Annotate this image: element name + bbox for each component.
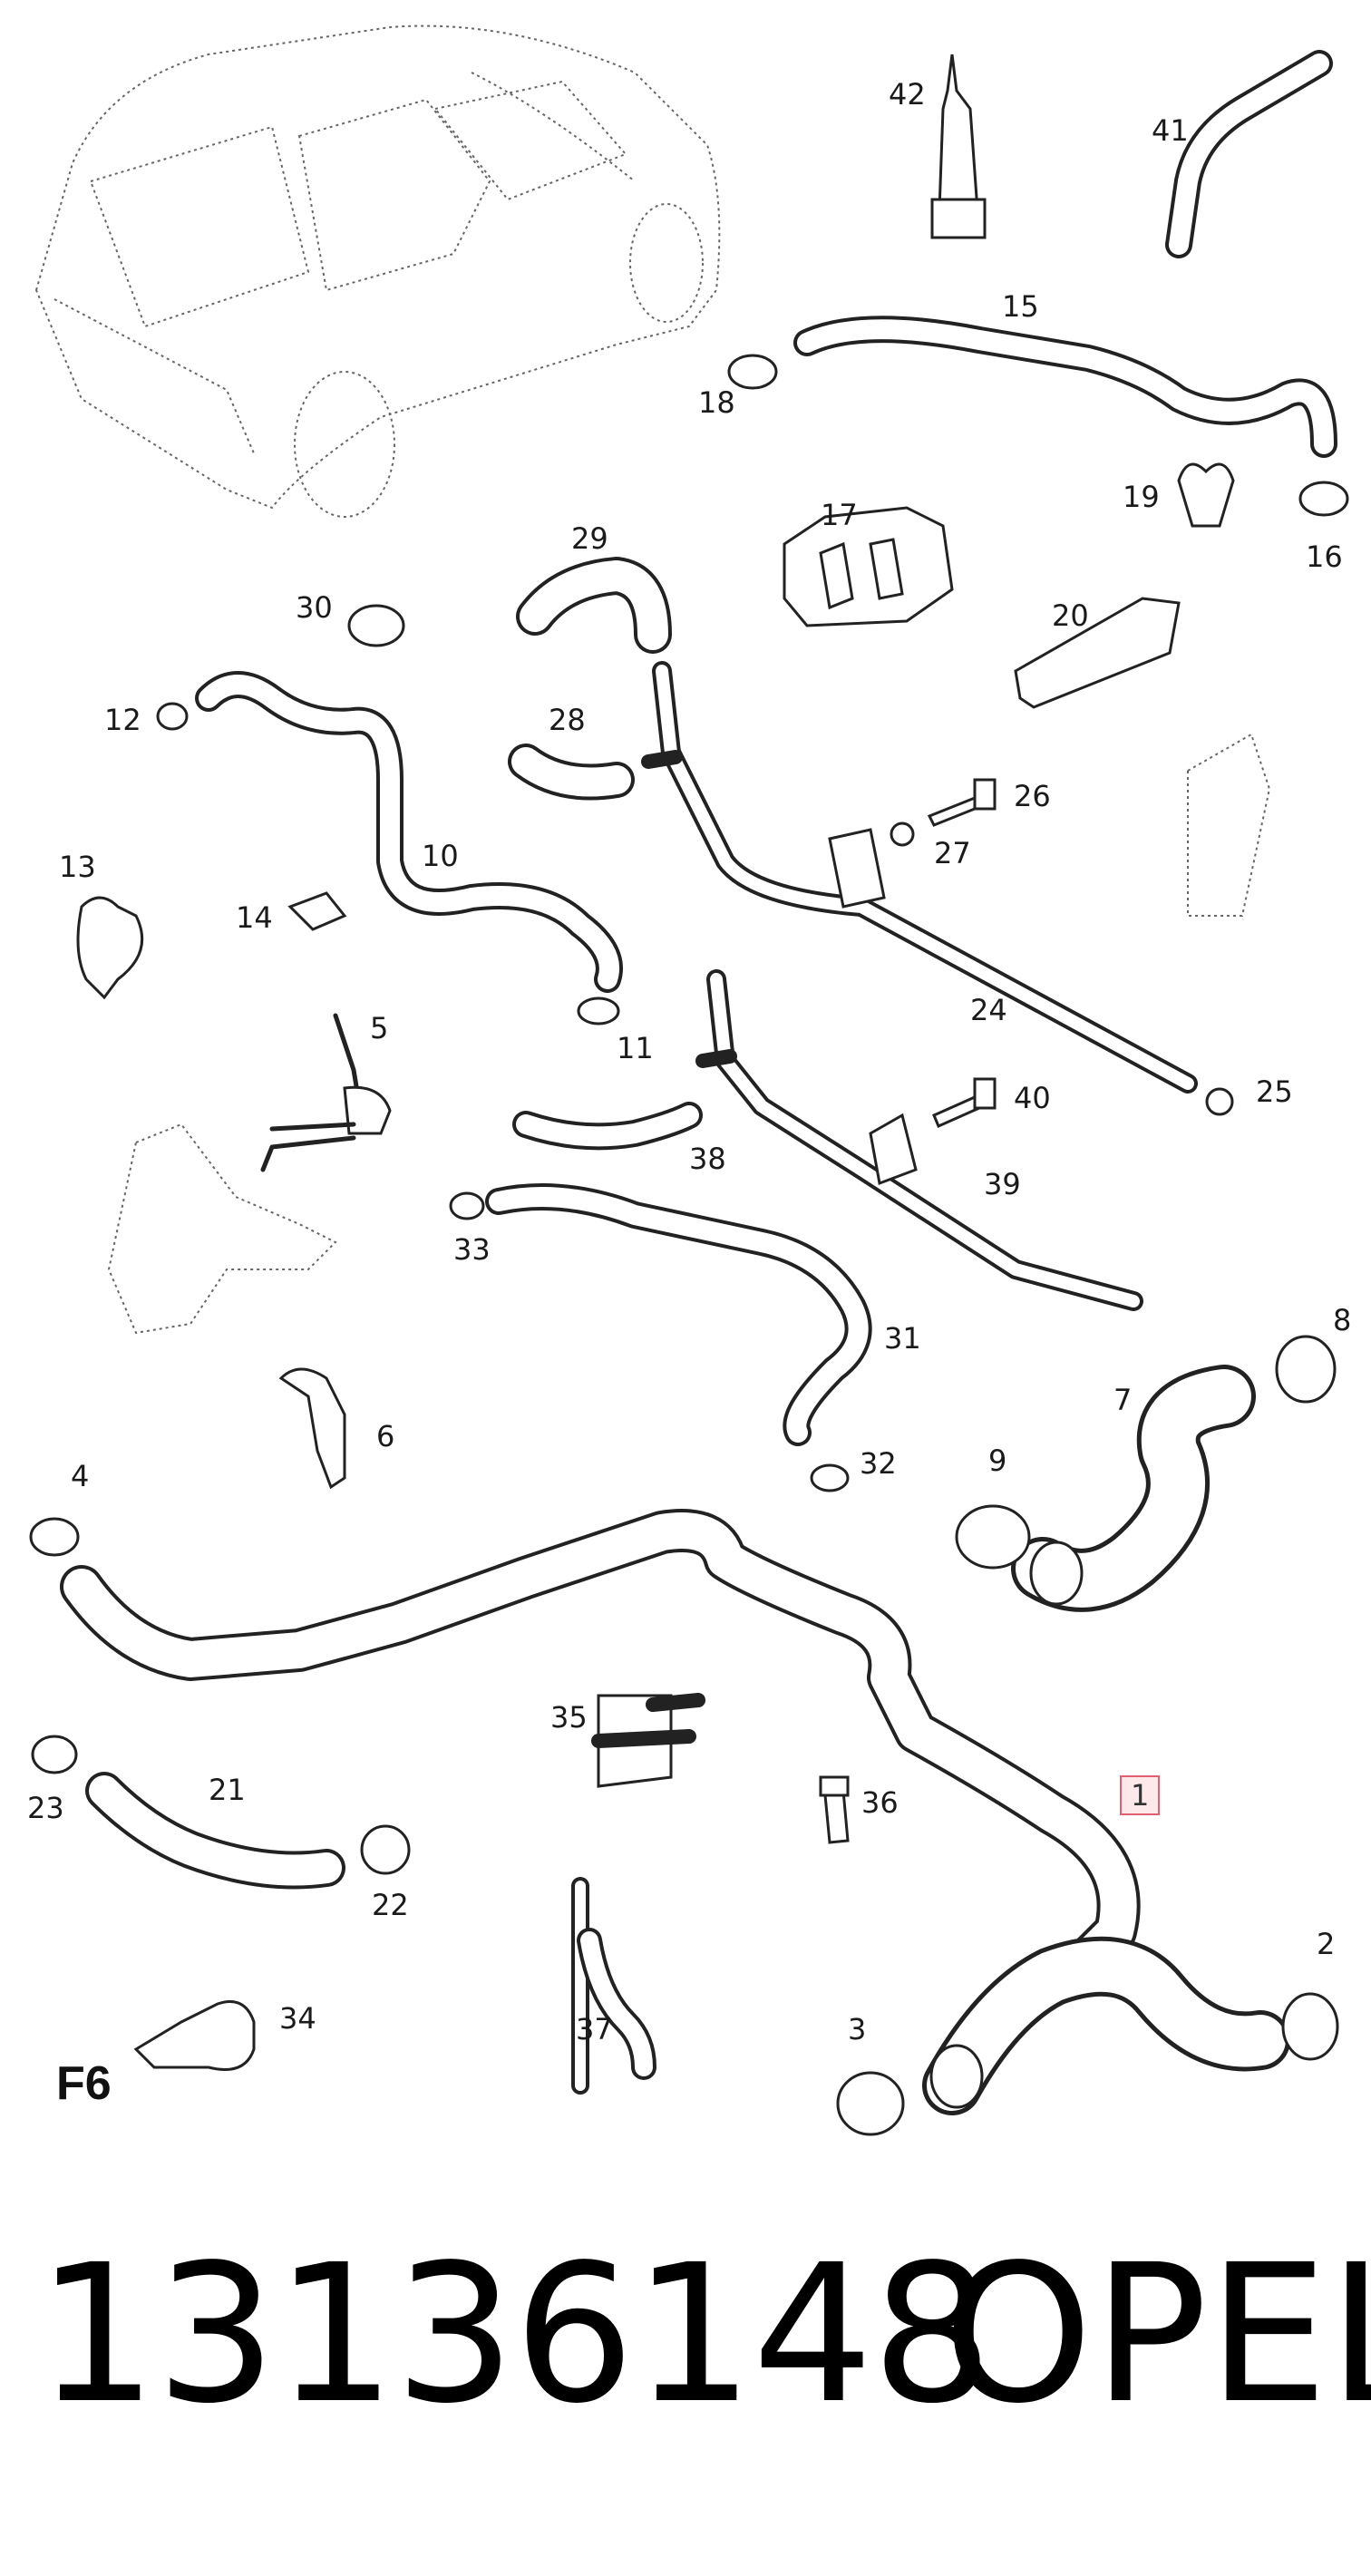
label-1: 1: [1120, 1775, 1161, 1815]
label-14: 14: [236, 900, 273, 935]
label-13: 13: [59, 850, 96, 884]
label-3: 3: [848, 2012, 867, 2046]
label-6: 6: [376, 1419, 395, 1453]
label-24: 24: [970, 993, 1007, 1027]
car-illustration: [34, 24, 721, 518]
label-20: 20: [1052, 598, 1089, 633]
sheet-code: F6: [56, 2057, 112, 2110]
label-19: 19: [1123, 480, 1160, 514]
label-39: 39: [984, 1167, 1021, 1201]
label-22: 22: [372, 1888, 409, 1922]
label-29: 29: [571, 521, 608, 556]
sealant-tube: [930, 53, 987, 239]
label-35: 35: [550, 1700, 588, 1735]
label-33: 33: [453, 1232, 491, 1267]
label-40: 40: [1014, 1081, 1051, 1115]
label-25: 25: [1256, 1074, 1293, 1109]
label-37: 37: [576, 2012, 613, 2046]
label-26: 26: [1014, 779, 1051, 813]
label-21: 21: [209, 1773, 246, 1807]
label-32: 32: [860, 1446, 897, 1481]
label-31: 31: [884, 1321, 921, 1356]
label-9: 9: [988, 1444, 1007, 1478]
label-4: 4: [71, 1459, 90, 1493]
label-7: 7: [1113, 1383, 1133, 1417]
label-17: 17: [821, 498, 858, 532]
label-12: 12: [104, 703, 141, 737]
label-5: 5: [370, 1011, 389, 1045]
brand-name: OPEL: [943, 2223, 1371, 2445]
label-30: 30: [296, 590, 333, 625]
label-15: 15: [1002, 289, 1039, 324]
label-36: 36: [861, 1785, 899, 1820]
label-10: 10: [422, 839, 459, 873]
label-2: 2: [1317, 1927, 1336, 1961]
label-38: 38: [689, 1142, 726, 1176]
label-27: 27: [934, 836, 971, 870]
label-16: 16: [1306, 540, 1343, 574]
label-8: 8: [1333, 1303, 1352, 1337]
label-42: 42: [889, 77, 926, 112]
label-23: 23: [27, 1791, 64, 1825]
label-41: 41: [1152, 113, 1189, 148]
label-28: 28: [549, 703, 586, 737]
label-11: 11: [617, 1031, 654, 1065]
label-34: 34: [279, 2001, 316, 2036]
label-18: 18: [698, 385, 735, 420]
part-number: 13136148: [36, 2223, 993, 2445]
